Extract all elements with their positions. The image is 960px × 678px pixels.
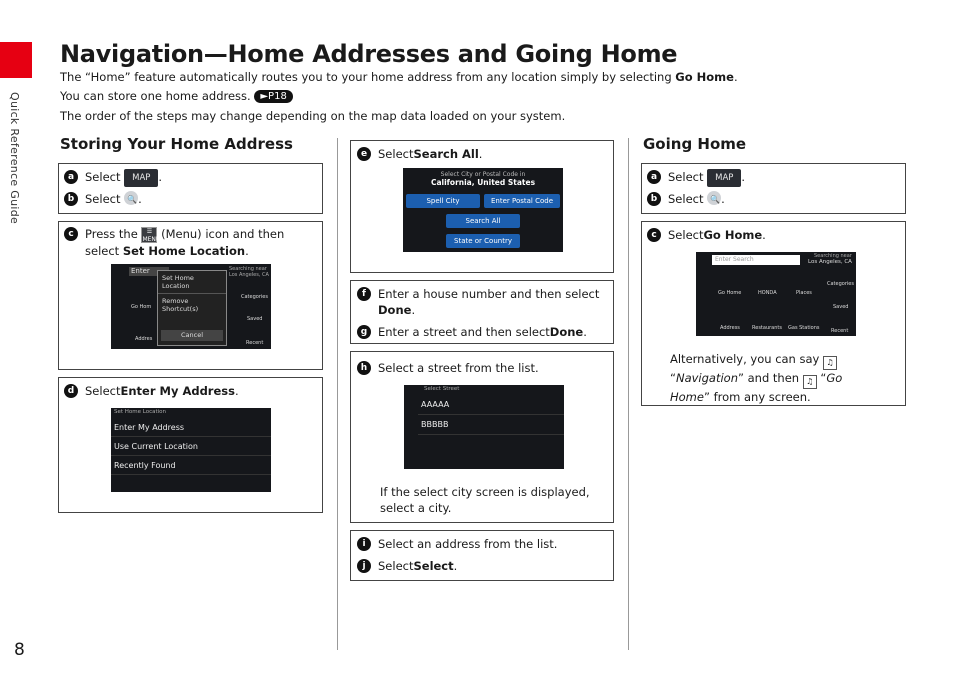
list-item-recently-found[interactable]: Recently Found (111, 456, 271, 475)
categories-label: Categories (241, 294, 268, 300)
search-icon[interactable] (124, 191, 139, 208)
location-label: Los Angeles, CA (808, 259, 852, 265)
screen-header: Select City or Postal Code in (440, 171, 526, 178)
search-field[interactable]: Enter (129, 267, 169, 276)
screen-header: Select Street (424, 386, 460, 392)
step-8-note: If the select city screen is displayed, … (380, 485, 590, 515)
page-ref-link[interactable]: ►P18 (254, 90, 293, 103)
categories-label[interactable]: Categories (827, 281, 854, 287)
search-field[interactable]: Enter Search (712, 255, 800, 265)
menu-screenshot: Enter Searching near Los Angeles, CA Set… (111, 264, 271, 349)
talk-icon: ♫ (802, 375, 817, 389)
street-list-item[interactable]: BBBBB (418, 415, 564, 435)
location-label: Searching near Los Angeles, CA (229, 266, 269, 278)
go-home-tile[interactable]: Go Home (718, 290, 742, 296)
saved-label: Saved (247, 316, 263, 322)
section-tab (0, 42, 32, 78)
side-tab-label: Quick Reference Guide (8, 92, 21, 225)
step-box (350, 530, 614, 581)
select-city-screenshot: Select City or Postal Code in California… (403, 168, 563, 252)
street-list-item[interactable]: AAAAA (418, 395, 564, 415)
places-tile[interactable]: Places (796, 290, 812, 296)
step-box (350, 280, 614, 344)
spell-city-button[interactable]: Spell City (406, 194, 480, 208)
step-box (641, 163, 906, 214)
gas-stations-tile[interactable]: Gas Stations (788, 325, 820, 331)
postal-code-button[interactable]: Enter Postal Code (484, 194, 560, 208)
select-street-screenshot: Select Street AAAAA BBBBB (404, 385, 564, 469)
state-label: California, United States (430, 178, 536, 187)
step-box (58, 163, 323, 214)
honda-tile[interactable]: HONDA (758, 290, 777, 296)
screen-header: Set Home Location (114, 409, 167, 415)
column-divider (628, 138, 629, 650)
saved-label[interactable]: Saved (833, 304, 849, 310)
column-divider (337, 138, 338, 650)
address-tile[interactable]: Address (720, 325, 740, 331)
alternative-note: Alternatively, you can say ♫ “Navigation… (670, 352, 843, 404)
restaurants-tile[interactable]: Restaurants (752, 325, 782, 331)
section-heading: Going Home (643, 135, 747, 153)
page-title: Navigation—Home Addresses and Going Home (60, 40, 678, 68)
list-item-enter-address[interactable]: Enter My Address (111, 418, 271, 437)
recent-label[interactable]: Recent (831, 328, 849, 334)
page-number: 8 (14, 640, 25, 660)
cancel-button[interactable]: Cancel (161, 330, 223, 341)
home-location-screenshot: Set Home Location Enter My Address Use C… (111, 408, 271, 492)
popup-menu: Set Home Location Remove Shortcut(s) Can… (157, 270, 227, 346)
search-icon[interactable] (707, 191, 722, 208)
talk-icon: ♫ (823, 356, 838, 370)
list-item-current-location[interactable]: Use Current Location (111, 437, 271, 456)
section-heading: Storing Your Home Address (60, 135, 293, 153)
state-country-button[interactable]: State or Country (446, 234, 520, 248)
recent-label: Recent (246, 340, 264, 346)
near-label: Searching near (814, 253, 852, 259)
go-home-label: Go Hom (131, 304, 152, 310)
intro-line-1: The “Home” feature automatically routes … (60, 70, 738, 84)
menu-item-set-home[interactable]: Set Home Location (158, 271, 226, 294)
intro-line-3: The order of the steps may change depend… (60, 109, 566, 123)
address-label: Addres (135, 336, 153, 342)
search-all-button[interactable]: Search All (446, 214, 520, 228)
menu-item-remove-shortcuts[interactable]: Remove Shortcut(s) (162, 297, 199, 313)
intro-line-2: You can store one home address. ►P18 (60, 89, 293, 103)
menu-icon[interactable]: ☰MENU (141, 227, 161, 243)
map-button[interactable]: MAP (707, 169, 742, 187)
search-screenshot: Enter Search Searching near Los Angeles,… (696, 252, 856, 336)
map-button[interactable]: MAP (124, 169, 159, 187)
